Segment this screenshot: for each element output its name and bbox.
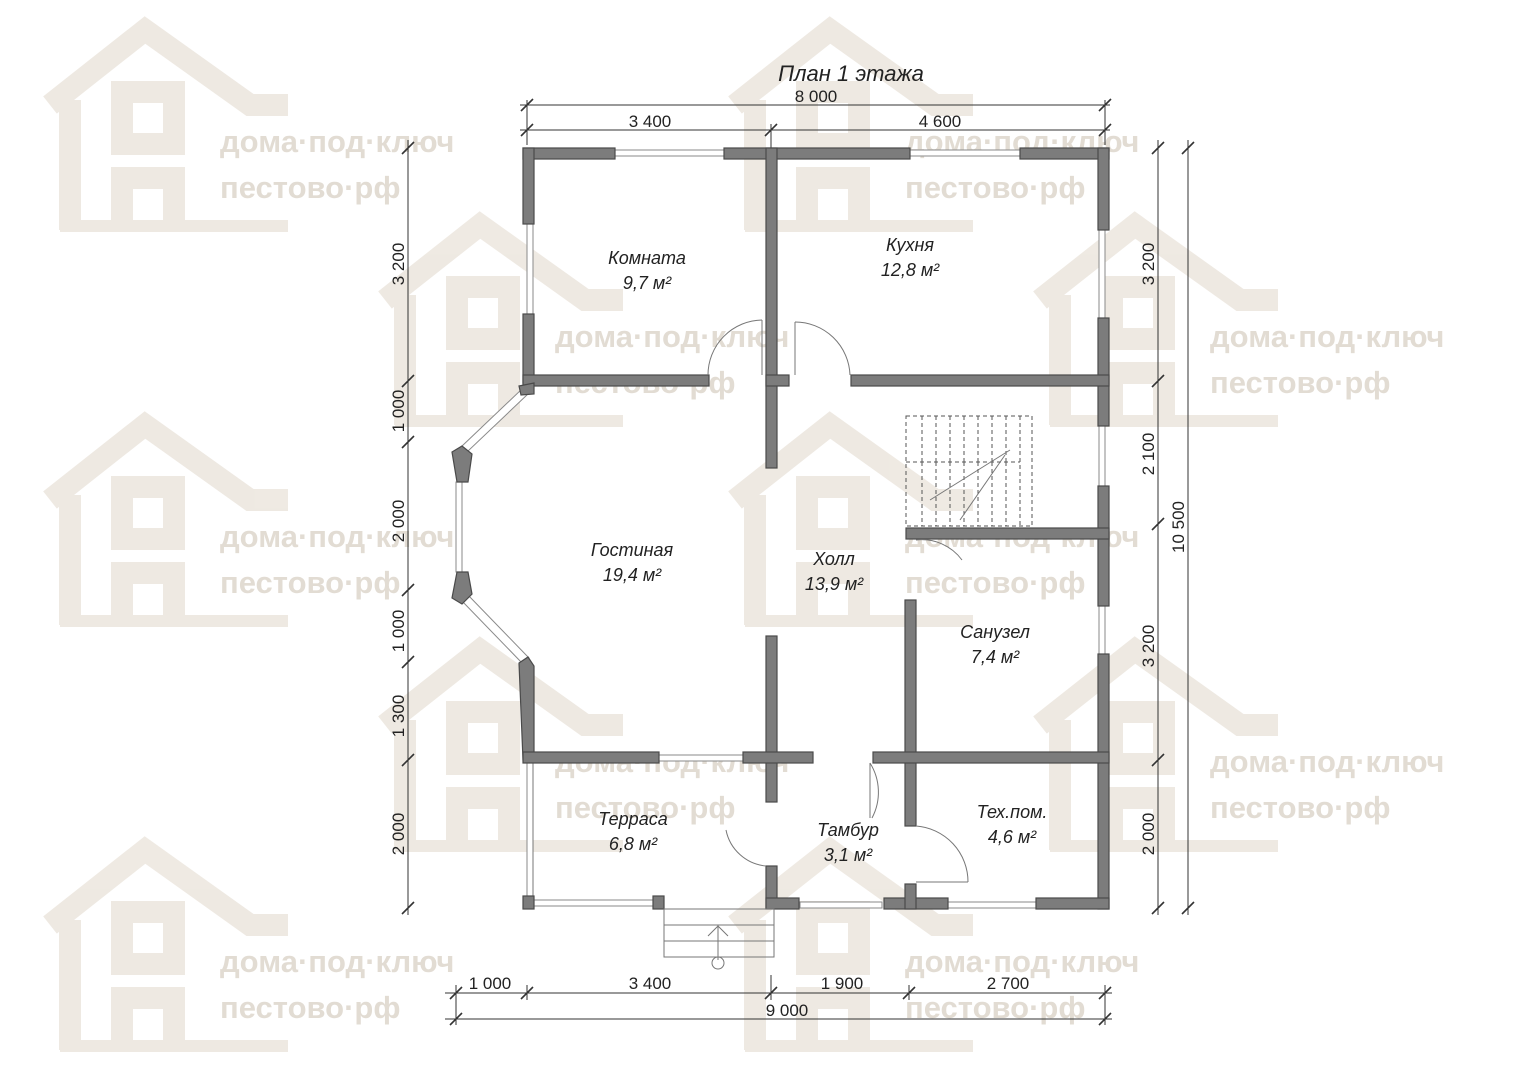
walls <box>451 147 1110 910</box>
room-name-kukhnya: Кухня <box>886 235 934 255</box>
room-labels: Комната 9,7 м² Кухня 12,8 м² Гостиная 19… <box>591 235 1048 865</box>
watermark-line2: пестово·рф <box>1210 365 1390 400</box>
dim-left-part-2: 1 000 <box>389 390 408 433</box>
watermark-tile: дома·под·ключ пестово·рф <box>1033 211 1444 427</box>
dim-left-part-4: 1 000 <box>389 610 408 653</box>
watermark-tile: дома·под·ключ пестово·рф <box>728 836 1139 1052</box>
watermark-tile: дома·под·ключ пестово·рф <box>43 836 454 1052</box>
dim-left-part-3: 2 000 <box>389 500 408 543</box>
dimension-lines <box>401 98 1195 1026</box>
room-area-komnata: 9,7 м² <box>623 273 672 293</box>
dim-bottom-part-3: 1 900 <box>821 974 864 993</box>
watermark-line2: пестово·рф <box>220 990 400 1025</box>
watermark-line1: дома·под·ключ <box>1210 319 1444 354</box>
room-name-sanuzel: Санузел <box>960 622 1030 642</box>
dim-right-total: 10 500 <box>1169 501 1188 553</box>
dim-top-part-2: 4 600 <box>919 112 962 131</box>
dim-right-part-1: 3 200 <box>1139 243 1158 286</box>
door-swings <box>707 319 969 883</box>
dim-right-part-2: 2 100 <box>1139 433 1158 476</box>
watermark-line2: пестово·рф <box>220 565 400 600</box>
dim-bottom-part-1: 1 000 <box>469 974 512 993</box>
room-area-gostinaya: 19,4 м² <box>603 565 662 585</box>
dim-top-part-1: 3 400 <box>629 112 672 131</box>
dim-left-part-5: 1 300 <box>389 695 408 738</box>
watermark-line2: пестово·рф <box>555 790 735 825</box>
watermark-line1: дома·под·ключ <box>220 519 454 554</box>
room-name-gostinaya: Гостиная <box>591 540 674 560</box>
room-area-terrasa: 6,8 м² <box>609 834 658 854</box>
room-area-kukhnya: 12,8 м² <box>881 260 940 280</box>
dimension-labels: 8 000 3 400 4 600 1 000 3 400 1 900 2 70… <box>389 87 1188 1020</box>
watermark-line2: пестово·рф <box>905 170 1085 205</box>
windows <box>455 149 1106 909</box>
watermark-line2: пестово·рф <box>905 565 1085 600</box>
room-area-tambur: 3,1 м² <box>824 845 873 865</box>
dim-right-part-4: 2 000 <box>1139 813 1158 856</box>
watermark-tile: дома·под·ключ пестово·рф <box>43 411 454 627</box>
watermark-line1: дома·под·ключ <box>220 944 454 979</box>
entrance-steps <box>663 908 775 970</box>
room-name-tekhpom: Тех.пом. <box>977 802 1048 822</box>
dim-left-part-1: 3 200 <box>389 243 408 286</box>
watermark-layer: дома·под·ключ пестово·рф дома·под·ключ пест… <box>43 16 1444 1052</box>
watermark-line1: дома·под·ключ <box>1210 744 1444 779</box>
room-area-tekhpom: 4,6 м² <box>988 827 1037 847</box>
room-name-kholl: Холл <box>812 549 855 569</box>
room-area-sanuzel: 7,4 м² <box>971 647 1020 667</box>
room-name-tambur: Тамбур <box>817 820 879 840</box>
watermark-line1: дома·под·ключ <box>220 124 454 159</box>
watermark-line1: дома·под·ключ <box>555 319 789 354</box>
dim-bottom-part-2: 3 400 <box>629 974 672 993</box>
watermark-line1: дома·под·ключ <box>905 944 1139 979</box>
staircase <box>905 415 1033 527</box>
room-name-terrasa: Терраса <box>598 809 667 829</box>
watermark-line2: пестово·рф <box>905 990 1085 1025</box>
watermark-line2: пестово·рф <box>220 170 400 205</box>
room-name-komnata: Комната <box>608 248 686 268</box>
plan-title: План 1 этажа <box>778 61 924 86</box>
dim-bottom-total: 9 000 <box>766 1001 809 1020</box>
dim-right-part-3: 3 200 <box>1139 625 1158 668</box>
watermark-tile: дома·под·ключ пестово·рф <box>43 16 454 232</box>
dim-top-total: 8 000 <box>795 87 838 106</box>
dim-left-part-6: 2 000 <box>389 813 408 856</box>
room-area-kholl: 13,9 м² <box>805 574 864 594</box>
dim-bottom-part-4: 2 700 <box>987 974 1030 993</box>
watermark-line2: пестово·рф <box>1210 790 1390 825</box>
